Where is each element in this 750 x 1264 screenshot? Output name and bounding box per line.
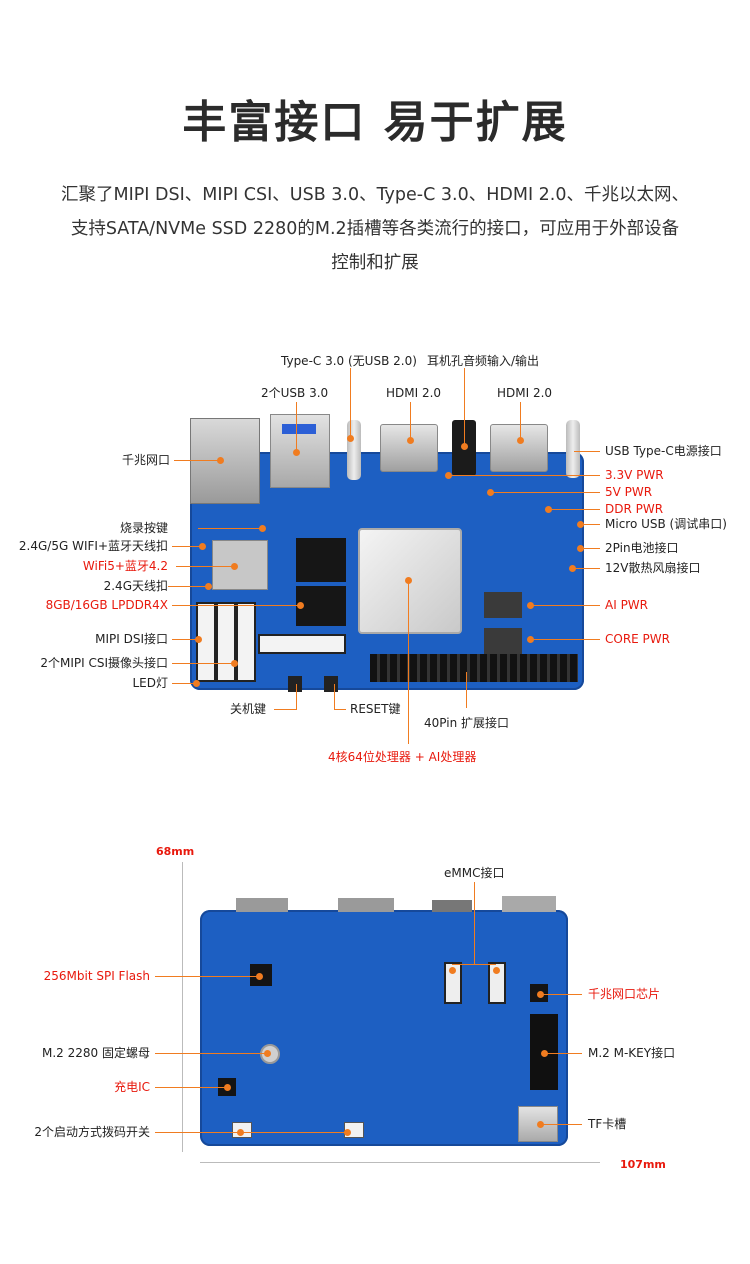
- reset-button-image: [324, 676, 338, 692]
- label-battery: 2Pin电池接口: [605, 541, 679, 555]
- emmc-connector-1-image: [444, 962, 462, 1004]
- back-board-pcb: [200, 910, 568, 1146]
- label-tf-slot: TF卡槽: [588, 1117, 627, 1131]
- label-led: LED灯: [132, 676, 168, 690]
- label-wifi-bt: WiFi5+蓝牙4.2: [82, 559, 168, 573]
- mipi-csi-connector-2-image: [236, 602, 256, 682]
- back-connector-edge-2: [338, 898, 394, 912]
- label-usb3: 2个USB 3.0: [261, 386, 329, 400]
- description: 汇聚了MIPI DSI、MIPI CSI、USB 3.0、Type-C 3.0、…: [20, 178, 730, 280]
- label-fan: 12V散热风扇接口: [605, 561, 701, 575]
- label-m2-slot: M.2 M-KEY接口: [588, 1046, 676, 1060]
- label-lpddr: 8GB/16GB LPDDR4X: [45, 598, 168, 612]
- label-ai-pwr: AI PWR: [605, 598, 649, 612]
- description-line-3: 控制和扩展: [331, 253, 419, 273]
- label-dip-switch: 2个启动方式拨码开关: [34, 1125, 150, 1139]
- buttons-image: [288, 676, 302, 692]
- label-emmc: eMMC接口: [444, 866, 505, 880]
- label-wifi-antenna: 2.4G/5G WIFI+蓝牙天线扣: [18, 539, 168, 553]
- label-core-pwr: CORE PWR: [605, 632, 670, 646]
- back-connector-edge-4: [502, 896, 556, 912]
- label-processor: 4核64位处理器 + AI处理器: [328, 750, 477, 764]
- mipi-csi-connector-1-image: [216, 602, 236, 682]
- back-connector-edge: [236, 898, 288, 912]
- label-power-key: 关机键: [230, 702, 267, 716]
- usbc-power-port-image: [566, 420, 580, 478]
- label-m2-nut: M.2 2280 固定螺母: [42, 1046, 150, 1060]
- usb3-port-inner: [282, 424, 316, 434]
- back-connector-edge-3: [432, 900, 472, 912]
- wifi-module-image: [212, 540, 268, 590]
- page-title: 丰富接口 易于扩展: [182, 97, 568, 148]
- label-mipi-csi: 2个MIPI CSI摄像头接口: [40, 656, 168, 670]
- label-mipi-dsi: MIPI DSI接口: [95, 632, 168, 646]
- lpddr-chip-1-image: [296, 538, 346, 582]
- label-typec: Type-C 3.0 (无USB 2.0): [281, 354, 417, 368]
- label-pwr-33: 3.3V PWR: [605, 468, 664, 482]
- label-charge-ic: 充电IC: [114, 1080, 150, 1094]
- ethernet-port-image: [190, 418, 260, 504]
- camera-connector-image: [258, 634, 346, 654]
- dimension-width: 107mm: [620, 1158, 666, 1171]
- gpio-header-image: [370, 654, 578, 682]
- emmc-connector-2-image: [488, 962, 506, 1004]
- label-burn-key: 烧录按键: [119, 521, 168, 535]
- label-micro-usb: Micro USB (调试串口): [605, 517, 727, 531]
- label-pwr-5: 5V PWR: [605, 485, 653, 499]
- label-hdmi1: HDMI 2.0: [386, 386, 442, 400]
- label-eth-chip: 千兆网口芯片: [588, 987, 661, 1001]
- description-line-2: 支持SATA/NVMe SSD 2280的M.2插槽等各类流行的接口，可应用于外…: [70, 219, 680, 239]
- hdmi1-port-image: [380, 424, 438, 472]
- label-hdmi2: HDMI 2.0: [497, 386, 553, 400]
- dimension-height: 68mm: [156, 845, 195, 858]
- label-pwr-ddr: DDR PWR: [605, 502, 664, 516]
- label-reset-key: RESET键: [350, 702, 401, 716]
- ai-pwr-inductor-image: [484, 592, 522, 618]
- label-gpio: 40Pin 扩展接口: [424, 716, 509, 730]
- label-ethernet: 千兆网口: [121, 453, 170, 467]
- core-pwr-inductor-image: [484, 628, 522, 654]
- hdmi2-port-image: [490, 424, 548, 472]
- label-usbc-power: USB Type-C电源接口: [605, 444, 722, 458]
- lpddr-chip-2-image: [296, 586, 346, 626]
- label-spi-flash: 256Mbit SPI Flash: [43, 969, 150, 983]
- description-line-1: 汇聚了MIPI DSI、MIPI CSI、USB 3.0、Type-C 3.0、…: [60, 185, 690, 205]
- label-audio: 耳机孔音频输入/输出: [427, 354, 540, 368]
- label-antenna-24: 2.4G天线扣: [103, 579, 168, 593]
